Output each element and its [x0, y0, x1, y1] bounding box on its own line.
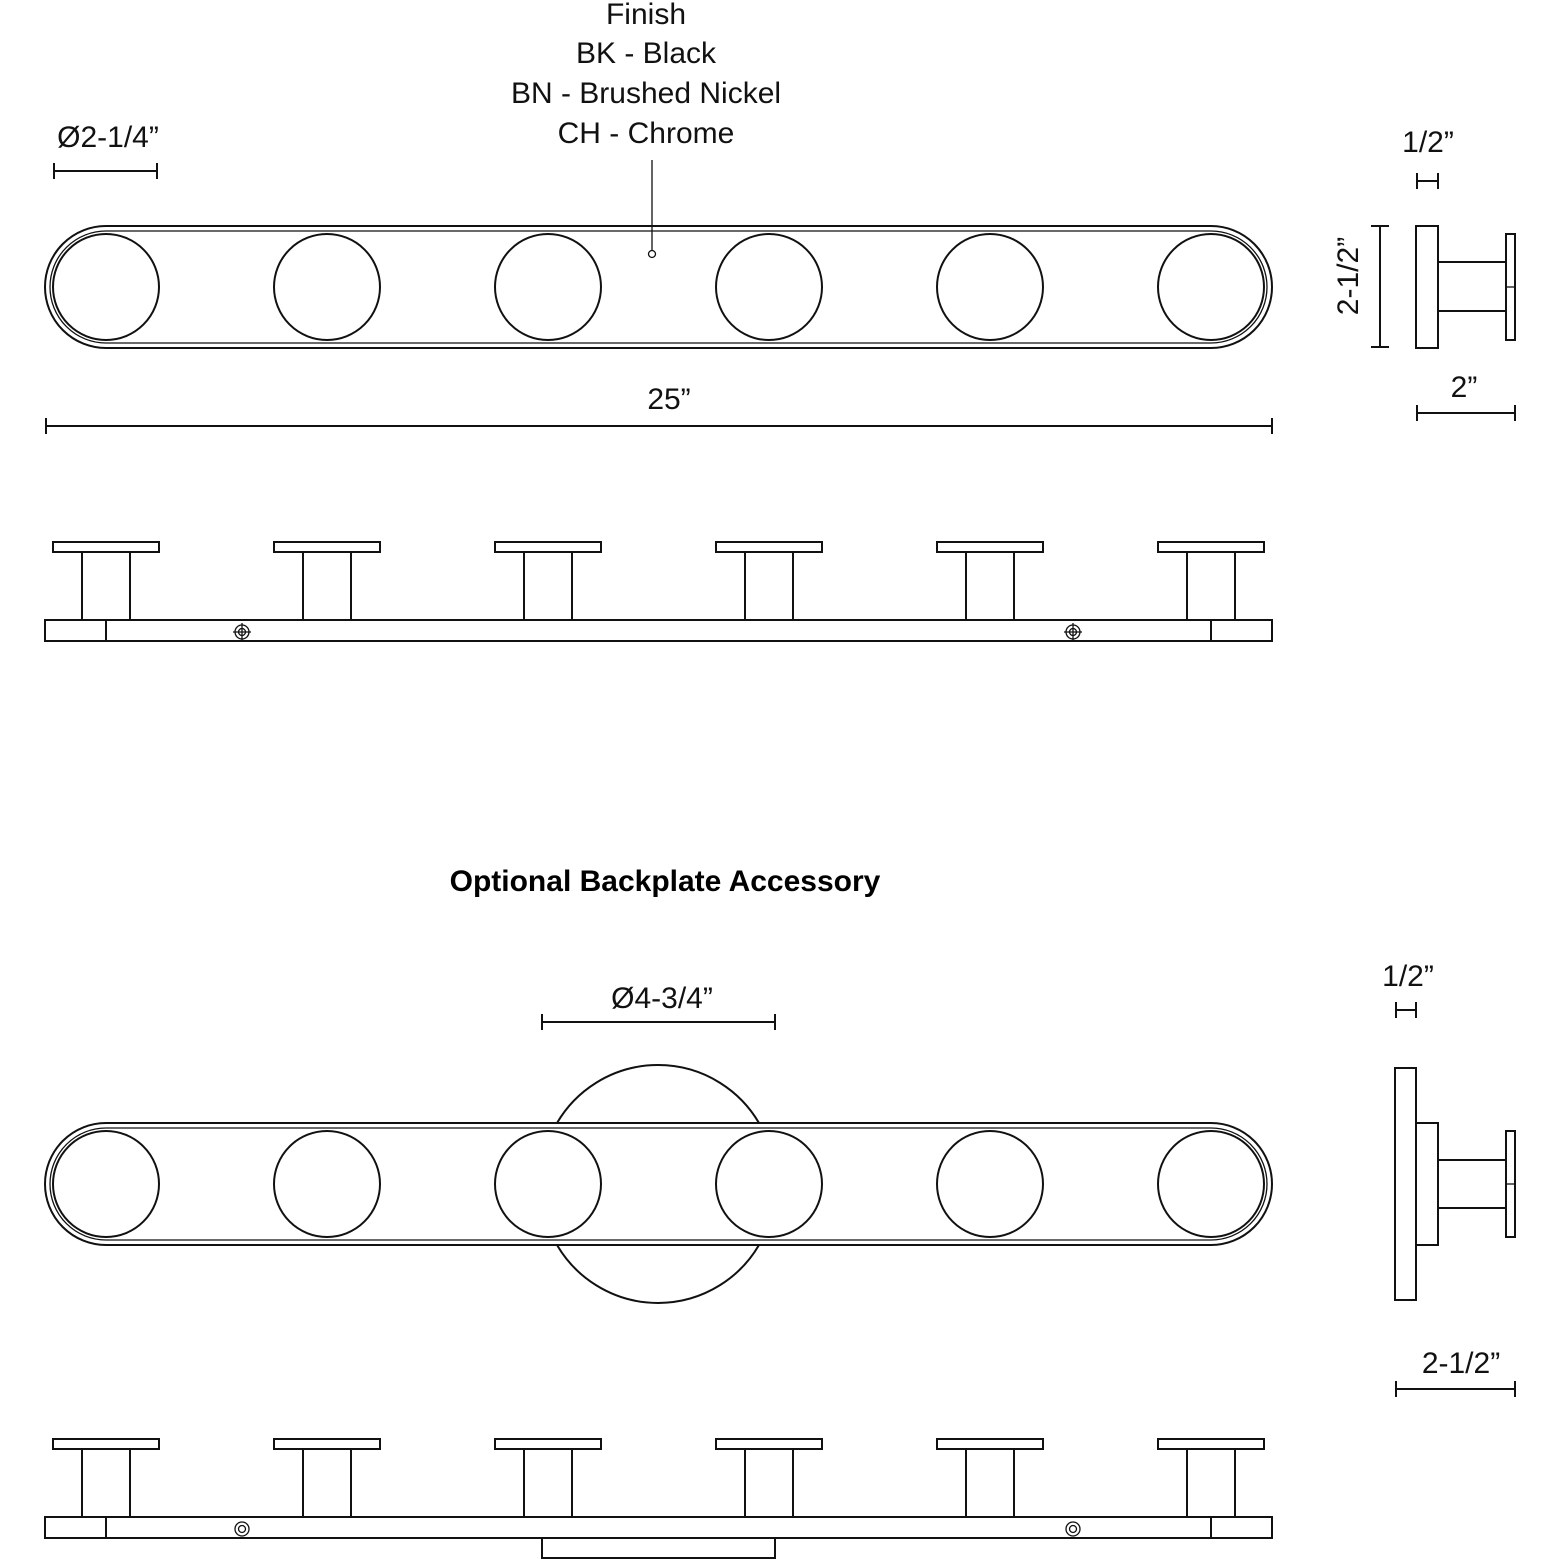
hook-side [273, 541, 381, 620]
hook-side [715, 541, 823, 620]
hook-side [715, 1438, 823, 1517]
mounting-screw-icon [233, 623, 251, 641]
hook-cap [715, 233, 823, 341]
hook-side [936, 541, 1044, 620]
hook-side [494, 1438, 602, 1517]
bar-inner-edge [49, 1127, 1268, 1241]
hook-cap [52, 233, 160, 341]
hook-side [52, 1438, 160, 1517]
standard-bar-front-view [44, 225, 1273, 349]
bar-base [44, 619, 1273, 642]
hook-diameter-label: Ø2-1/4” [57, 121, 159, 154]
standard-bar-bottom-view [44, 541, 1273, 642]
hook-cap [936, 1130, 1044, 1238]
finish-option-bn: BN - Brushed Nickel [511, 77, 781, 110]
hook-cap [1157, 1130, 1265, 1238]
hook-side [273, 1438, 381, 1517]
hook-cap [494, 1130, 602, 1238]
backplate-bar-front-view [44, 1064, 1273, 1304]
hook-cap [273, 1130, 381, 1238]
hook-side [494, 541, 602, 620]
side-height-label: 2-1/2” [1332, 237, 1365, 315]
backplate-section-title: Optional Backplate Accessory [450, 865, 881, 898]
side-projection-label: 2” [1451, 371, 1478, 404]
hook-cap [52, 1130, 160, 1238]
hook-side [1157, 1438, 1265, 1517]
hook-cap [936, 233, 1044, 341]
hook-cap [1157, 233, 1265, 341]
hook-cap [494, 233, 602, 341]
backplate-disc-top [556, 1064, 760, 1124]
backplate-side-projection-label: 2-1/2” [1422, 1347, 1500, 1380]
hook-side [52, 541, 160, 620]
finish-leader-dot [647, 249, 657, 259]
bar-base [44, 1516, 1273, 1539]
standard-bar-side-profile: 1/2” 2-1/2” 2” [1332, 126, 1516, 421]
mounting-screw-icon [234, 1521, 250, 1537]
finish-option-ch: CH - Chrome [558, 117, 735, 150]
side-depth-label: 1/2” [1402, 126, 1454, 159]
bar-body-profile [1415, 1122, 1439, 1246]
backplate-bar-bottom-view [44, 1438, 1273, 1559]
overall-length-label: 25” [647, 383, 690, 416]
backplate-diameter-label: Ø4-3/4” [611, 982, 713, 1015]
backplate-side-profile: 1/2” 2-1/2” [1382, 960, 1516, 1397]
backplate-disc-bottom [556, 1244, 760, 1304]
overall-length-dimension: 25” [45, 383, 1273, 434]
backplate-diameter-dimension: Ø4-3/4” [541, 982, 776, 1030]
hook-side [1157, 541, 1265, 620]
mounting-screw-icon [1064, 623, 1082, 641]
finish-heading: Finish [606, 0, 686, 31]
hook-cap [715, 1130, 823, 1238]
bar-body-profile [1415, 225, 1439, 349]
finish-option-bk: BK - Black [576, 37, 717, 70]
hook-side [936, 1438, 1044, 1517]
bar-outline [44, 1122, 1273, 1246]
bar-inner-edge [49, 230, 1268, 344]
hook-diameter-dimension: Ø2-1/4” [53, 121, 159, 179]
finish-callout: Finish BK - Black BN - Brushed Nickel CH… [511, 0, 781, 259]
backplate-profile [1394, 1067, 1417, 1301]
bar-outline [44, 225, 1273, 349]
backplate-edge [541, 1537, 776, 1559]
backplate-side-depth-label: 1/2” [1382, 960, 1434, 993]
mounting-screw-icon [1065, 1521, 1081, 1537]
hook-cap [273, 233, 381, 341]
